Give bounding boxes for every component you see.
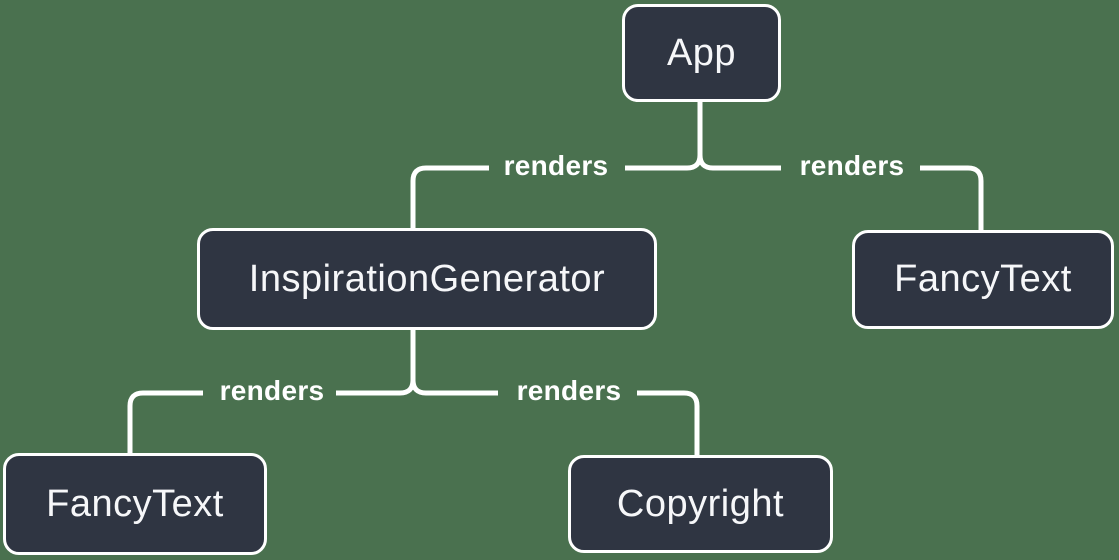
node-app: App <box>622 4 781 102</box>
node-app-label: App <box>666 31 737 74</box>
edge-app-to-fancytext-line-start <box>697 102 781 171</box>
node-inspiration-generator: InspirationGenerator <box>197 228 657 330</box>
edge-label-inspirationgenerator-copyright: renders <box>516 375 622 406</box>
edge-app-to-inspirationgenerator-line-end <box>410 165 489 228</box>
edge-app-to-fancytext-line-end <box>920 165 984 230</box>
node-copyright: Copyright <box>568 455 833 553</box>
edge-inspirationgenerator-to-copyright-line-end <box>637 390 700 455</box>
edge-label-inspirationgenerator-fancytext: renders <box>219 375 325 406</box>
edge-inspirationgenerator-to-fancytext-line-end <box>127 390 203 453</box>
node-copyright-label: Copyright <box>616 482 785 525</box>
node-fancy-text-right: FancyText <box>852 230 1114 329</box>
edge-inspirationgenerator-to-copyright-line-start <box>410 330 498 396</box>
node-fancy-text-right-label: FancyText <box>894 258 1072 300</box>
edge-label-app-inspirationgenerator: renders <box>503 150 609 181</box>
edge-app-to-inspirationgenerator-line-start <box>625 102 703 171</box>
node-fancy-text-left: FancyText <box>3 453 267 555</box>
edge-label-app-fancytext: renders <box>799 150 905 181</box>
node-inspiration-generator-label: InspirationGenerator <box>248 257 606 300</box>
node-fancy-text-left-label: FancyText <box>46 482 224 525</box>
edge-inspirationgenerator-to-fancytext-line-start <box>336 330 416 396</box>
